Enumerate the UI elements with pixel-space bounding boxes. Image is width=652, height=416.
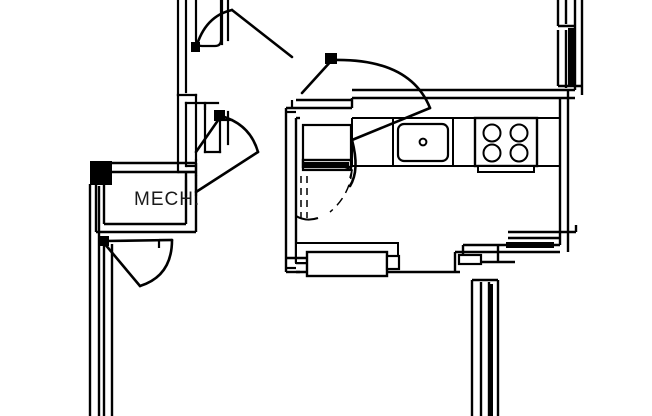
kitchen-walls xyxy=(284,88,575,274)
exterior-wall-left xyxy=(88,184,114,416)
room-label-mech: MECH. xyxy=(134,189,200,210)
wall-stub-hall xyxy=(457,253,483,266)
bifold-door-icon xyxy=(295,166,353,221)
range-cooktop-icon xyxy=(473,116,539,173)
bathtub-icon xyxy=(286,242,401,278)
door-swing-group xyxy=(99,8,432,288)
wall-group-top-right xyxy=(556,0,584,95)
wall-connectors xyxy=(286,100,296,270)
top-right-wall-fill xyxy=(568,28,574,86)
structural-column-icon xyxy=(90,161,112,185)
corridor-wall-fill-2 xyxy=(488,292,493,360)
sink-icon xyxy=(392,117,454,167)
refrigerator-icon xyxy=(301,123,353,172)
mech-room-walls xyxy=(94,161,198,234)
door-jamb-details xyxy=(157,175,198,248)
